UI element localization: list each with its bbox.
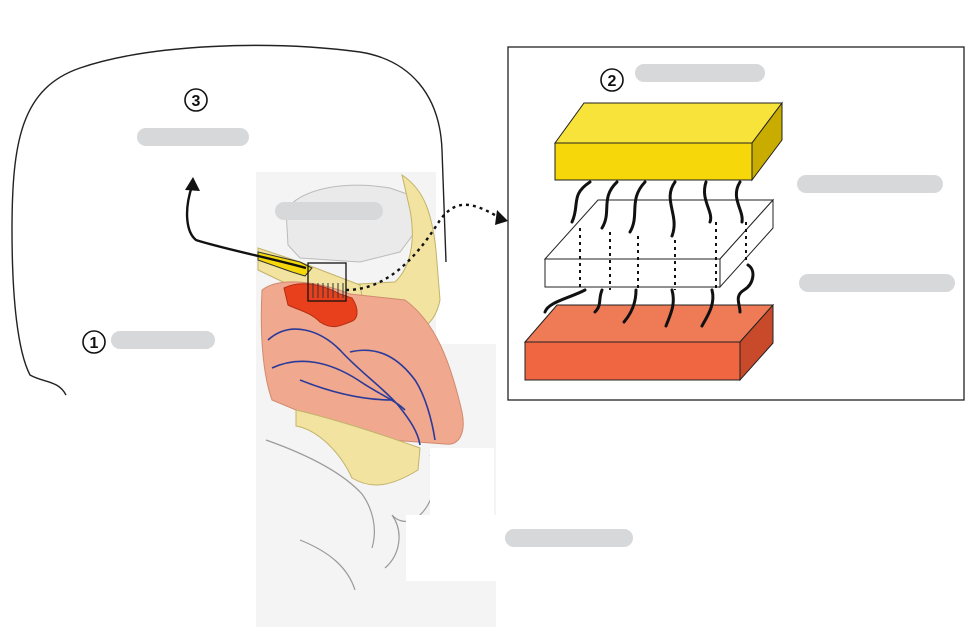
signal-arrowhead: [185, 177, 200, 191]
zoom-frame: [307, 262, 347, 302]
marker-2: 2: [600, 68, 624, 92]
head-outline: [11, 44, 447, 396]
nasal-cavity: [260, 281, 464, 445]
label-mask: [406, 515, 496, 581]
marker-1-number: 1: [90, 335, 99, 352]
marker-3: 3: [184, 88, 208, 112]
zoom-connector: [345, 203, 501, 292]
cranial-cavity: [285, 184, 416, 263]
neuron-fibres-dotted: [579, 222, 747, 290]
palate-bone: [295, 409, 421, 486]
label-blanks: [111, 64, 955, 547]
label-mask-small: [430, 448, 494, 518]
lip-outline: [265, 439, 437, 591]
signal-arrow: [185, 185, 307, 270]
marker-1: 1: [82, 330, 106, 354]
airflow-lines: [267, 328, 471, 525]
neuron-fibres: [543, 180, 755, 328]
bulb-block: [554, 101, 783, 182]
zoom-connector-arrowhead: [495, 210, 508, 225]
cribriform-fibres: [312, 283, 344, 298]
epithelium-block: [523, 303, 775, 382]
olfactory-region: [283, 283, 358, 328]
marker-3-number: 3: [192, 93, 201, 110]
marker-2-number: 2: [608, 73, 617, 90]
